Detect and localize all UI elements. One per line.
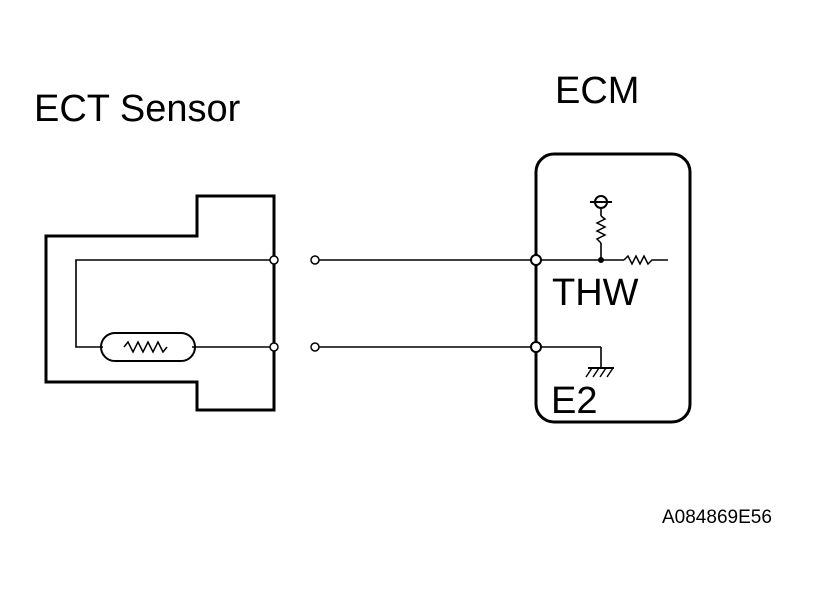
- ecm-title: ECM: [555, 70, 640, 112]
- ecm-box: [534, 152, 692, 424]
- sensor-housing: [44, 194, 276, 412]
- ecm-terminal-e2: [530, 341, 542, 353]
- sensor-terminal-2: [269, 342, 279, 352]
- thermistor-zigzag: [123, 340, 168, 354]
- figure-code: A084869E56: [662, 507, 772, 528]
- ecm-terminal-thw: [530, 254, 542, 266]
- thw-terminal-label: THW: [552, 272, 639, 314]
- ecm-series-resistor: [623, 254, 668, 266]
- ground-icon: [585, 367, 614, 378]
- e2-terminal-label: E2: [551, 380, 598, 422]
- thermistor-body: [100, 332, 196, 362]
- harness-terminal-2: [310, 342, 320, 352]
- sensor-title: ECT Sensor: [34, 88, 241, 130]
- sensor-internal-wire: [75, 259, 274, 348]
- sensor-terminal-1: [269, 255, 279, 265]
- pullup-resistor: [595, 215, 607, 244]
- harness-terminal-1: [310, 255, 320, 265]
